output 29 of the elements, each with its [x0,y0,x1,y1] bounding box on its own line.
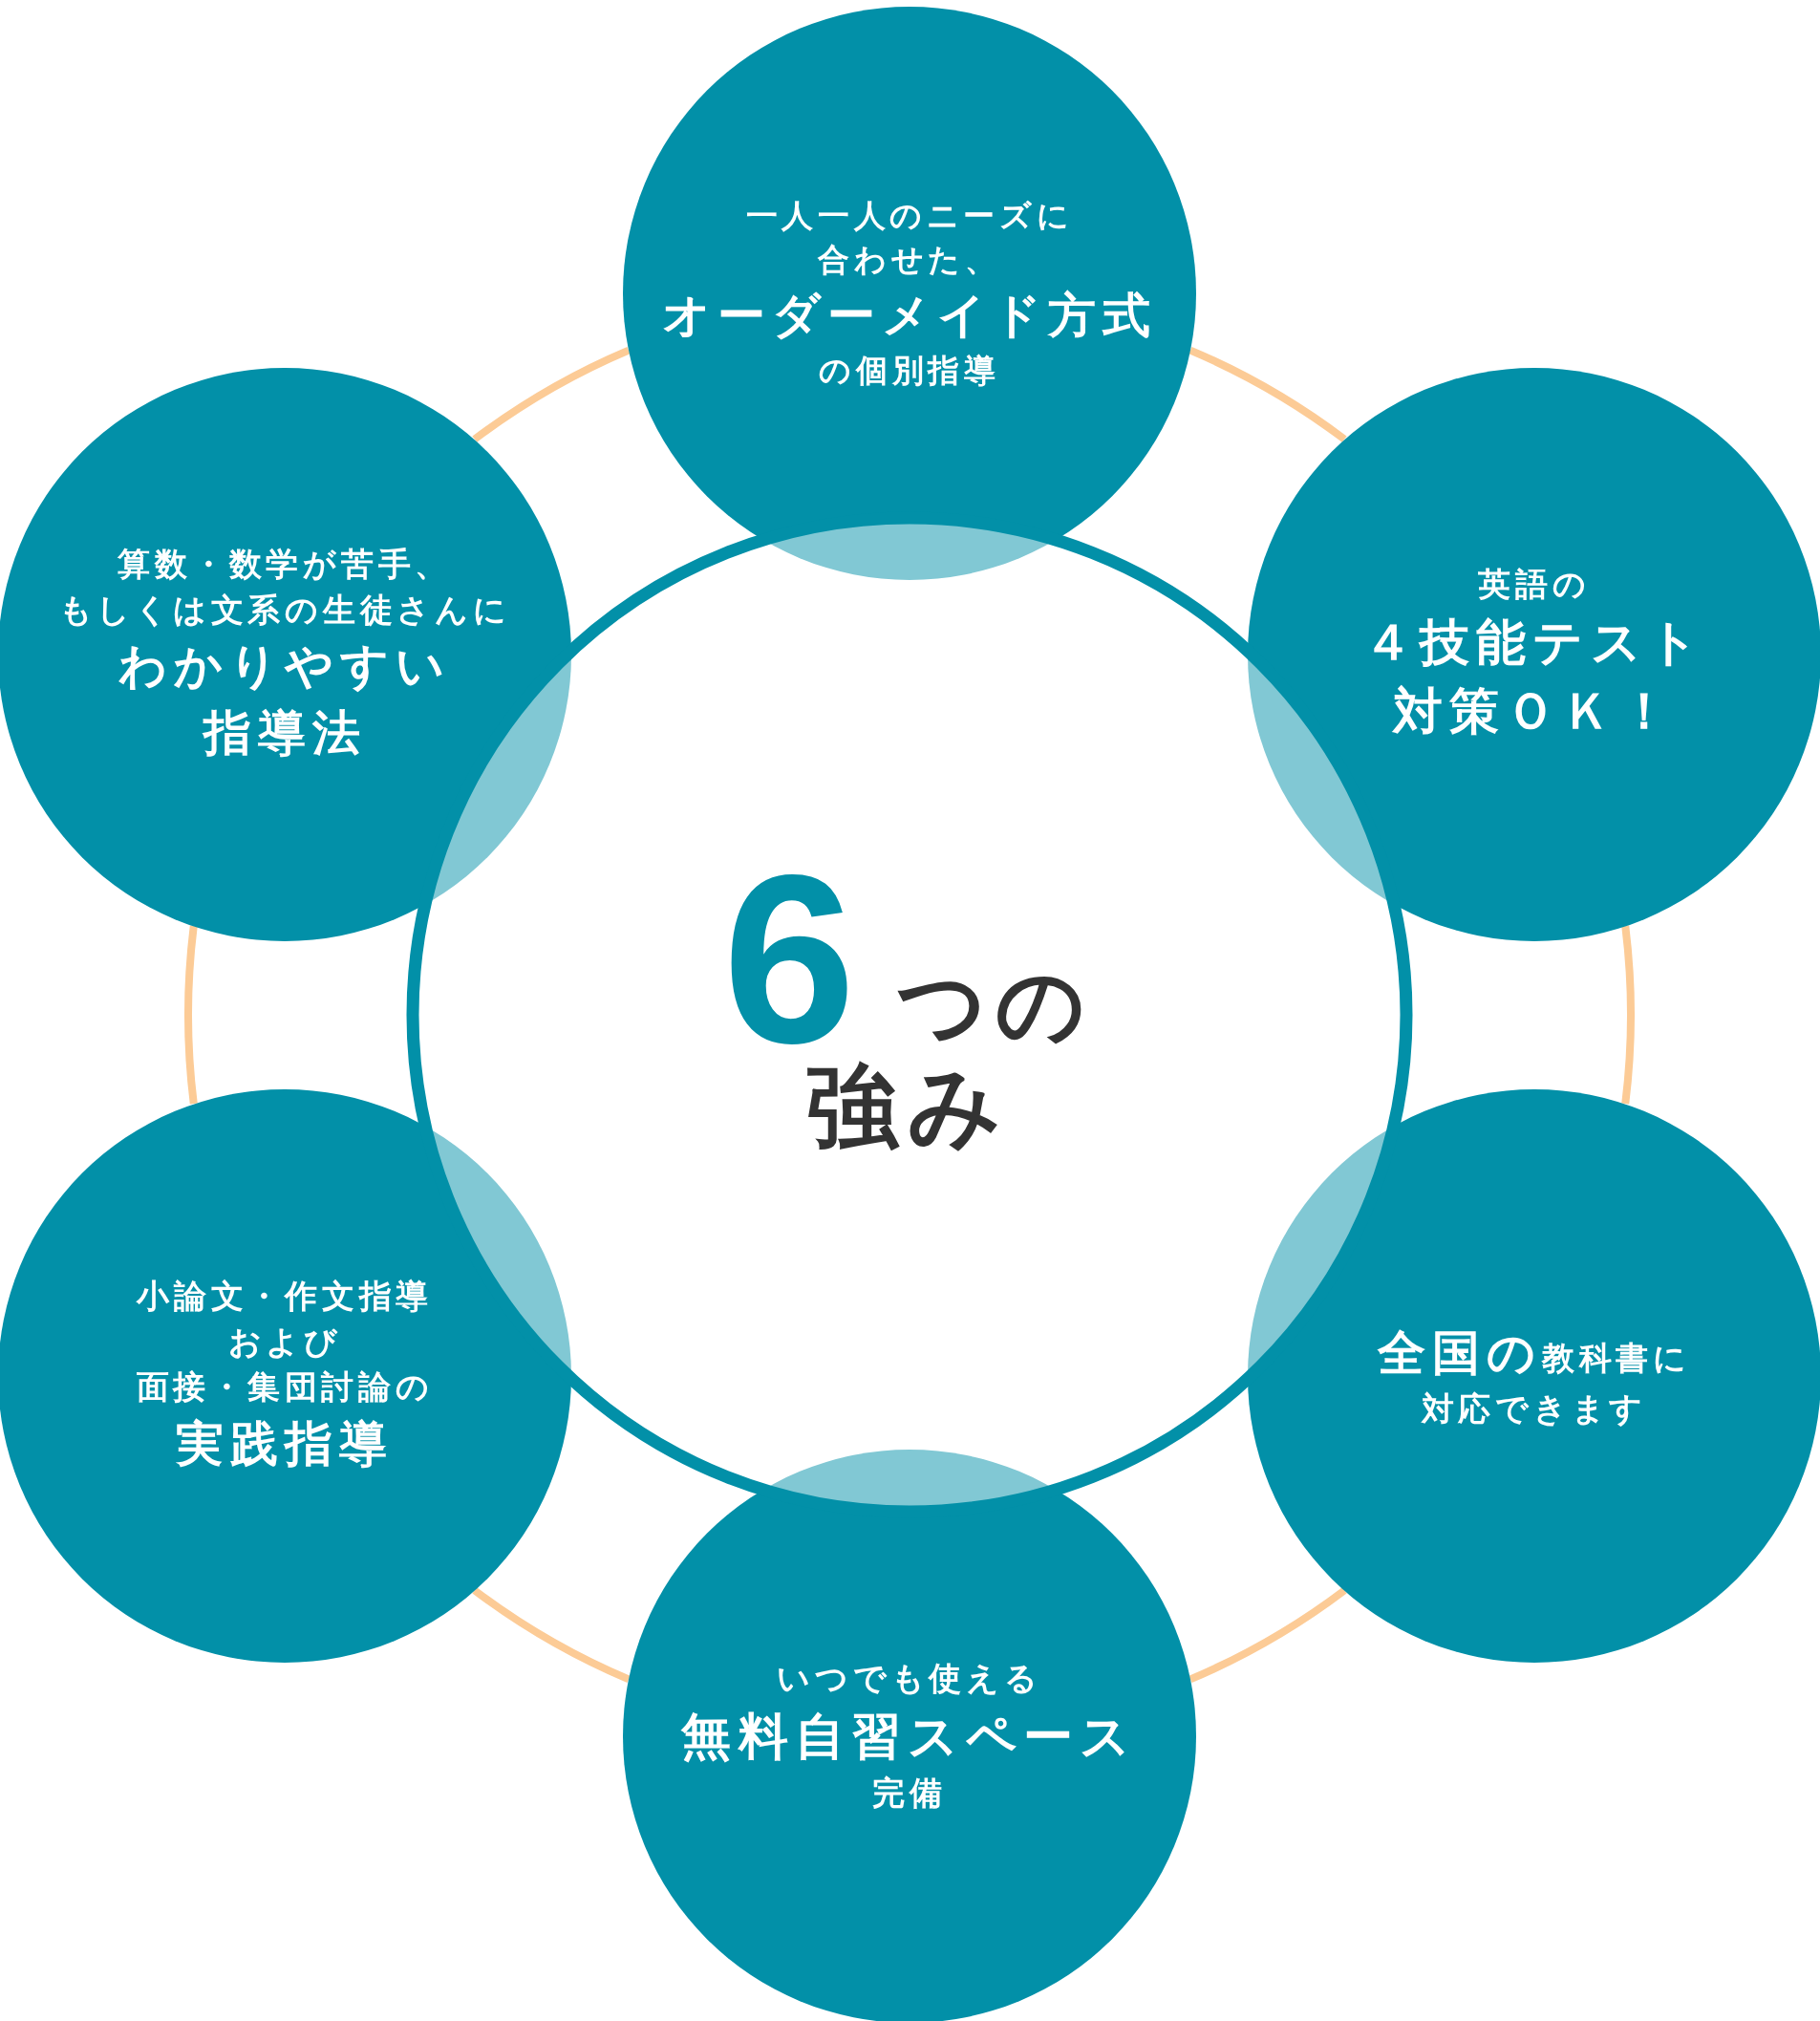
feature-text: 合わせた、 [818,239,1001,280]
ring-connector [1188,346,1347,442]
feature-circle [623,7,1196,580]
feature-headline: わかりやすい [118,637,452,697]
feature-text: 小論文・作文指導 [137,1276,434,1318]
ring-connector [1188,1587,1347,1684]
feature-text: いつでも使える [777,1658,1042,1699]
feature-headline: オーダーメイド方式 [662,287,1157,346]
feature-text: の個別指導 [819,351,1000,392]
ring-connector [472,346,631,442]
feature-headline: 対策ＯＫ！ [1392,681,1677,742]
feature-text: もしくは文系の生徒さんに [58,589,511,631]
feature-text: 面接・集団討論の [136,1366,434,1408]
feature-text: 英語の [1478,563,1591,605]
feature-headline: 指導法 [203,704,367,763]
feature-text: 対応できます [1421,1387,1648,1430]
ring-connector [472,1587,631,1684]
feature-text: 完備 [872,1773,947,1815]
feature-text: 教科書に [1541,1337,1691,1379]
feature-headline: 無料自習スペース [681,1706,1138,1767]
feature-headline: 実践指導 [176,1414,395,1473]
title-text: つの [896,961,1095,1049]
feature-headline: ４技能テスト [1362,612,1706,673]
ring-connector [1621,925,1635,1105]
ring-connector [184,925,198,1105]
feature-text: 算数・数学が苦手、 [118,543,453,585]
feature-text: および [227,1321,342,1363]
feature-headline: 全国の [1377,1323,1542,1383]
feature-text: 一人一人のニーズに [745,195,1074,236]
